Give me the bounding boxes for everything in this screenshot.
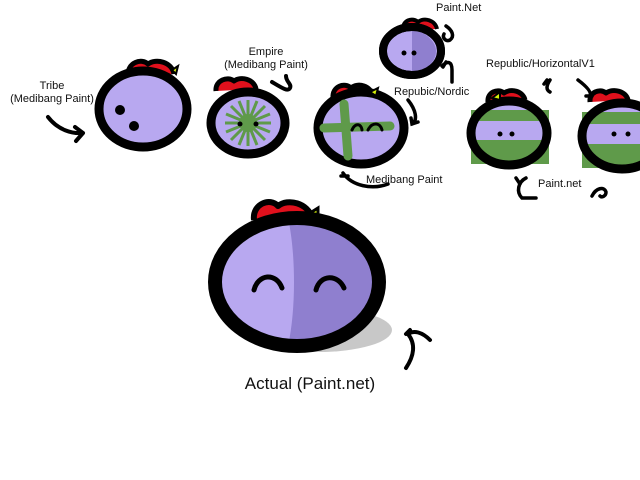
tribe-eye-right: [129, 121, 139, 131]
paintnet-top-character: [379, 17, 455, 84]
paintnet-top-arrow-right: [441, 24, 455, 43]
actual-body: [208, 211, 386, 353]
empire-eye-right: [253, 121, 259, 127]
tribe-character: [46, 58, 192, 152]
label-tribe-line2: (Medibang Paint): [10, 93, 94, 105]
paintnet-top-arrow-down: [440, 60, 454, 84]
tribe-eye-left: [115, 105, 125, 115]
horizontal-left-body: [466, 96, 552, 170]
paintnet-top-eye-right: [411, 50, 417, 56]
nordic-arrow: [406, 98, 420, 127]
label-republic-horizontal: Republic/HorizontalV1: [486, 58, 595, 70]
empire-character: [206, 74, 293, 159]
label-republic-nordic: Repubic/Nordic: [394, 86, 470, 98]
label-medibang-paint: Medibang Paint: [366, 174, 443, 186]
horizontal-right-arrow-up: [576, 78, 594, 98]
actual-character: [208, 199, 432, 370]
horizontal-right-arrow-down: [590, 186, 608, 199]
label-tribe: Tribe (Medibang Paint): [6, 80, 98, 106]
horizontal-left-character: [466, 78, 552, 200]
actual-eye-left: [251, 274, 285, 293]
paintnet-top-eye-left: [401, 50, 407, 56]
horizontal-left-stripe-top: [471, 110, 549, 121]
tribe-body: [94, 66, 192, 152]
horizontal-right-body: [577, 98, 640, 174]
label-tribe-line1: Tribe: [39, 80, 65, 92]
medibang-arrow: [339, 171, 390, 189]
tribe-arrow: [46, 115, 85, 143]
nordic-eye-left: [350, 123, 364, 132]
label-empire: Empire (Medibang Paint): [216, 46, 316, 72]
empire-eye-left: [237, 121, 243, 127]
horizontal-left-arrow-down: [514, 176, 538, 200]
label-empire-line1: Empire: [248, 46, 284, 58]
horizontal-left-eye-right: [509, 131, 515, 137]
label-actual: Actual (Paint.net): [244, 374, 376, 393]
horizontal-left-eye-left: [497, 131, 503, 137]
actual-arrow: [404, 328, 432, 370]
nordic-eye-right: [366, 122, 384, 132]
horizontal-right-eye-right: [625, 131, 631, 137]
label-paintnet-top: Paint.Net: [436, 2, 482, 14]
label-paintnet-small: Paint.net: [538, 178, 582, 190]
actual-eye-right: [313, 275, 347, 293]
horizontal-right-character: [576, 78, 640, 199]
horizontal-left-arrow-up: [542, 78, 552, 94]
label-empire-line2: (Medibang Paint): [224, 59, 308, 71]
horizontal-right-eye-left: [611, 131, 617, 137]
empire-arrow: [270, 74, 293, 92]
nordic-character: [313, 82, 420, 189]
